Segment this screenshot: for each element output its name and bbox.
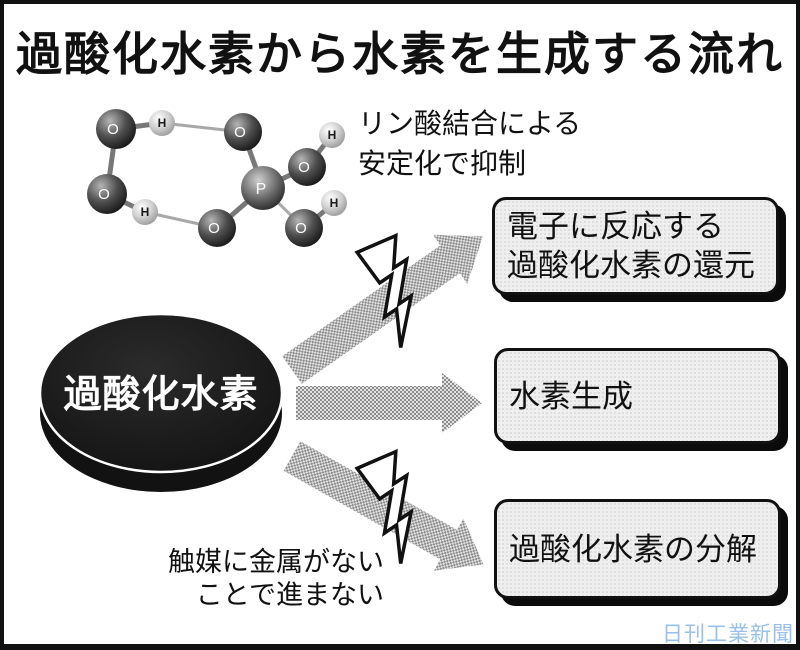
- branch-box-reduction-line2: 過酸化水素の還元: [507, 248, 755, 283]
- atom-label: H: [328, 128, 337, 142]
- lightning-bolt-icon: [354, 448, 414, 564]
- blocked-markers: [354, 232, 414, 564]
- branch-box-reduction: 電子に反応する 過酸化水素の還元: [492, 197, 779, 295]
- atom-label: O: [107, 121, 119, 138]
- atom-sphere: [96, 109, 136, 149]
- flow-arrow-top: [282, 234, 483, 384]
- flow-arrow-middle: [296, 373, 482, 433]
- source-disc: [38, 312, 284, 492]
- credit-watermark: 日刊工業新聞: [662, 623, 794, 646]
- atom-sphere: [224, 113, 262, 151]
- atom-sphere: [132, 199, 158, 225]
- stabilization-note: リン酸結合による 安定化で抑制: [358, 104, 581, 184]
- atom-label: O: [234, 124, 246, 141]
- atom-sphere: [319, 122, 345, 148]
- atom-sphere: [241, 166, 285, 210]
- atom-label: O: [208, 220, 220, 237]
- atom-label: H: [158, 116, 167, 130]
- atom-sphere: [288, 148, 326, 186]
- no-metal-note-line2: ことで進まない: [195, 580, 384, 610]
- atom-label: H: [330, 196, 339, 210]
- atom-sphere: [149, 110, 175, 136]
- atom-sphere: [321, 190, 347, 216]
- no-metal-note: 触媒に金属がない ことで進まない: [154, 546, 384, 612]
- branch-box-decomposition: 過酸化水素の分解: [494, 499, 781, 599]
- atom-label: O: [98, 186, 110, 203]
- atom-sphere: [285, 209, 323, 247]
- stabilization-note-line2: 安定化で抑制: [358, 148, 527, 179]
- source-node-label: 過酸化水素: [63, 373, 259, 416]
- flow-arrow-bottom: [283, 441, 484, 571]
- flow-arrows: [282, 234, 484, 571]
- atom-sphere: [87, 174, 127, 214]
- lightning-bolt-icon: [354, 232, 414, 348]
- phosphate-molecule: O O O O P O O H H H H: [87, 109, 347, 247]
- atom-sphere: [198, 209, 236, 247]
- no-metal-note-line1: 触媒に金属がない: [168, 547, 384, 577]
- page-title: 過酸化水素から水素を生成する流れ: [16, 28, 784, 80]
- branch-box-generation: 水素生成: [494, 348, 781, 444]
- atom-label: O: [295, 220, 307, 237]
- atom-label: H: [141, 205, 150, 219]
- branch-box-generation-line1: 水素生成: [509, 378, 633, 414]
- atom-label: O: [298, 159, 310, 176]
- atom-label: P: [256, 181, 267, 198]
- stabilization-note-line1: リン酸結合による: [358, 108, 582, 139]
- branch-box-decomposition-line1: 過酸化水素の分解: [509, 531, 757, 567]
- disc-top: [38, 312, 284, 474]
- branch-box-reduction-line1: 電子に反応する: [507, 209, 724, 244]
- diagram-canvas: O O O O P O O H H H H: [38, 109, 484, 571]
